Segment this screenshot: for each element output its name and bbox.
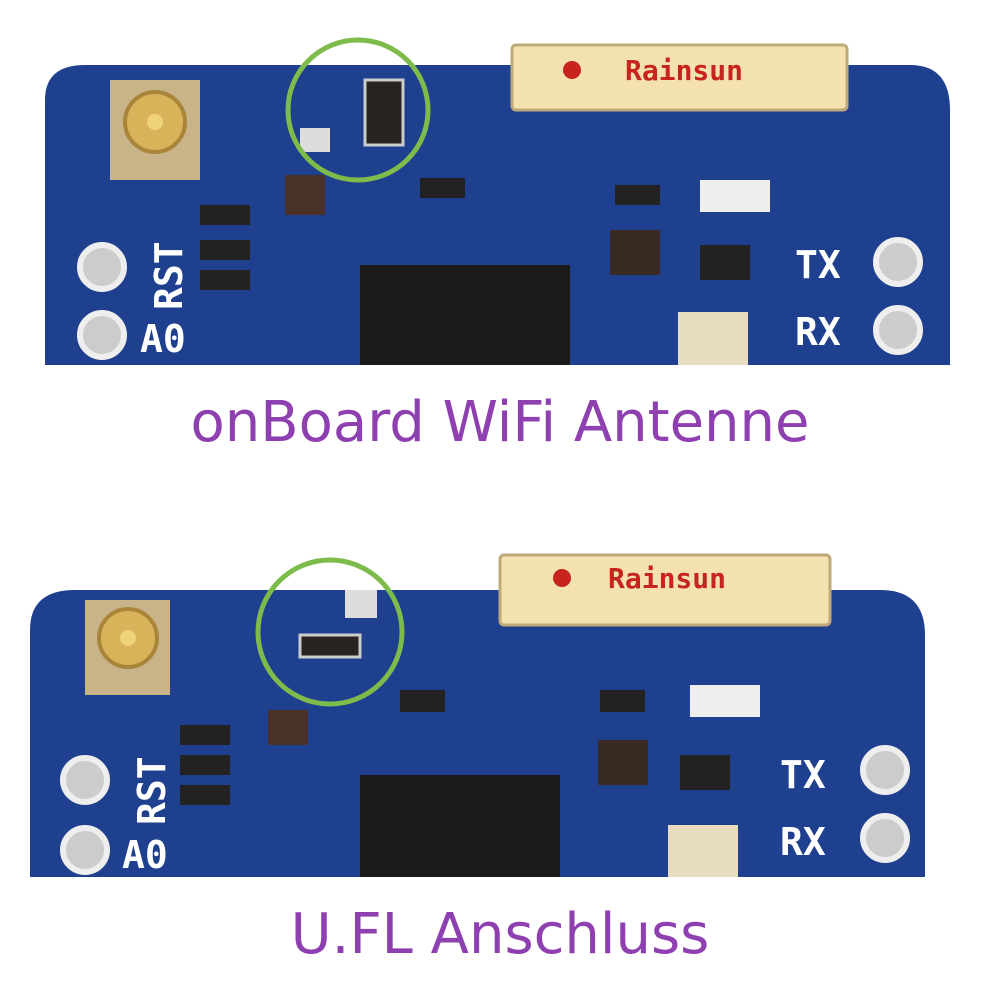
pin-hole-a0 — [60, 825, 110, 875]
antenna-label: Rainsun — [608, 562, 726, 595]
silkscreen-rx: RX — [795, 310, 841, 354]
silkscreen-a0: A0 — [140, 317, 186, 361]
pin-hole-rx — [860, 813, 910, 863]
resistor-ufl — [298, 633, 362, 659]
esp-chip — [360, 775, 560, 877]
smd-component — [610, 230, 660, 275]
caption-onboard-antenna: onBoard WiFi Antenne — [190, 390, 810, 455]
esp-chip — [360, 265, 570, 365]
silkscreen-a0: A0 — [122, 833, 168, 877]
led — [690, 685, 760, 717]
pcb-illustration: Rainsun RST A0 TX RX — [30, 553, 925, 877]
smd-component — [200, 270, 250, 290]
smd-component — [700, 245, 750, 280]
smd-component — [680, 755, 730, 790]
pcb-board — [30, 590, 925, 877]
pad — [300, 128, 330, 152]
pcb-illustration: Rainsun RST A0 TX RX — [45, 37, 950, 365]
board-photo-onboard: Rainsun RST A0 TX RX — [0, 0, 1000, 365]
smd-component — [268, 710, 308, 745]
smd-component — [615, 185, 660, 205]
pin-hole-rst — [60, 755, 110, 805]
silkscreen-tx: TX — [780, 753, 826, 797]
silkscreen-rst: RST — [147, 241, 191, 310]
smd-component — [600, 690, 645, 712]
smd-component — [180, 785, 230, 805]
smd-component — [180, 755, 230, 775]
antenna-dot — [563, 61, 581, 79]
ufl-pin — [147, 114, 163, 130]
smd-component — [285, 175, 325, 215]
silkscreen-rst: RST — [130, 756, 174, 825]
smd-component — [420, 178, 465, 198]
smd-component — [180, 725, 230, 745]
antenna-label: Rainsun — [625, 54, 743, 87]
silkscreen-rx: RX — [780, 820, 826, 864]
resistor-onboard — [363, 78, 405, 147]
pin-hole-rx — [873, 305, 923, 355]
smd-component — [200, 205, 250, 225]
smd-component — [400, 690, 445, 712]
caption-ufl-connector: U.FL Anschluss — [290, 902, 710, 967]
smd-component — [200, 240, 250, 260]
board-photo-ufl: Rainsun RST A0 TX RX — [0, 510, 1000, 877]
pin-hole-tx — [873, 237, 923, 287]
highlight-circle — [255, 557, 405, 707]
led — [700, 180, 770, 212]
crystal — [668, 825, 738, 877]
highlight-circle — [285, 37, 431, 183]
pin-hole-rst — [77, 242, 127, 292]
antenna-dot — [553, 569, 571, 587]
crystal — [678, 312, 748, 365]
ufl-pin — [120, 630, 136, 646]
chip-antenna — [510, 43, 849, 112]
pin-hole-a0 — [77, 310, 127, 360]
pad — [345, 590, 377, 618]
smd-component — [598, 740, 648, 785]
pin-hole-tx — [860, 745, 910, 795]
pcb-board — [45, 65, 950, 365]
silkscreen-tx: TX — [795, 243, 841, 287]
chip-antenna — [498, 553, 832, 627]
